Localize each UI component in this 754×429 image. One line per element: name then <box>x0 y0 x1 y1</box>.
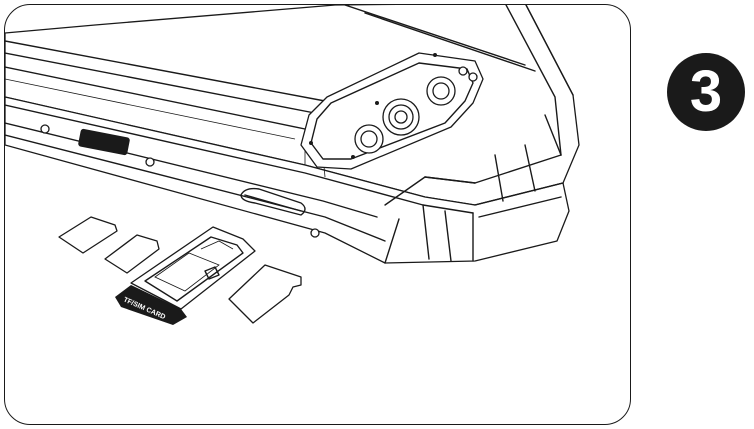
camera-module-icon <box>300 52 484 170</box>
sim-card-icon <box>58 216 118 254</box>
side-button <box>78 128 130 156</box>
nano-sim-card-icon <box>104 234 160 274</box>
screw-icon <box>40 124 50 134</box>
phone-diagram: TF/SIM CARD <box>5 5 580 325</box>
screw-icon <box>145 157 155 167</box>
screw-icon <box>310 228 320 238</box>
illustration-panel: TF/SIM CARD <box>4 4 631 425</box>
microsd-card-icon <box>228 264 302 324</box>
step-number-badge: 3 <box>667 53 745 131</box>
step-number: 3 <box>689 59 723 124</box>
